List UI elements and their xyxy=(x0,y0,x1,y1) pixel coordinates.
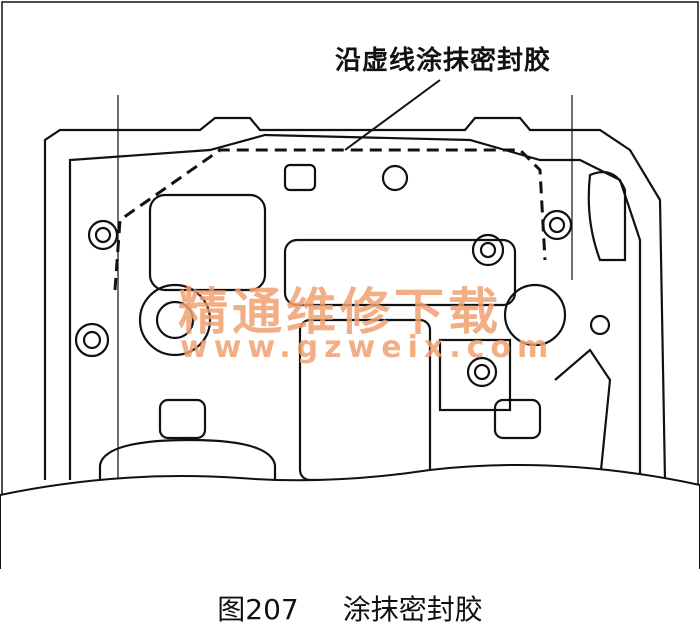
watermark-url: www.gzweix.com xyxy=(180,330,555,365)
right-pocket xyxy=(587,171,627,262)
bolt-hole xyxy=(589,314,611,336)
bolt-hole xyxy=(87,219,119,251)
sealant-dashed-line xyxy=(113,148,547,291)
bolt-hole xyxy=(541,209,573,241)
small-slot xyxy=(283,163,317,192)
sealant-callout-label: 沿虚线涂抹密封胶 xyxy=(335,46,552,76)
bolt-hole xyxy=(471,233,505,267)
right-rib xyxy=(554,348,612,481)
figure-caption: 图207 涂抹密封胶 xyxy=(0,588,700,628)
watermark-title: 精通维修下载 xyxy=(178,282,502,341)
bolt-hole xyxy=(74,322,110,358)
leader-line xyxy=(344,79,441,151)
center-channel xyxy=(283,238,517,307)
figure-title: 涂抹密封胶 xyxy=(342,593,483,626)
stud-left xyxy=(158,398,207,440)
cylinder xyxy=(98,438,277,480)
window-left xyxy=(148,193,267,292)
figure-number: 图207 xyxy=(217,593,299,626)
boss xyxy=(503,283,567,347)
stud-right xyxy=(493,398,542,440)
block-outline xyxy=(43,116,667,481)
boss xyxy=(138,283,212,357)
right-plate xyxy=(438,338,512,412)
small-hole xyxy=(381,164,409,192)
bolt-hole xyxy=(466,356,498,388)
